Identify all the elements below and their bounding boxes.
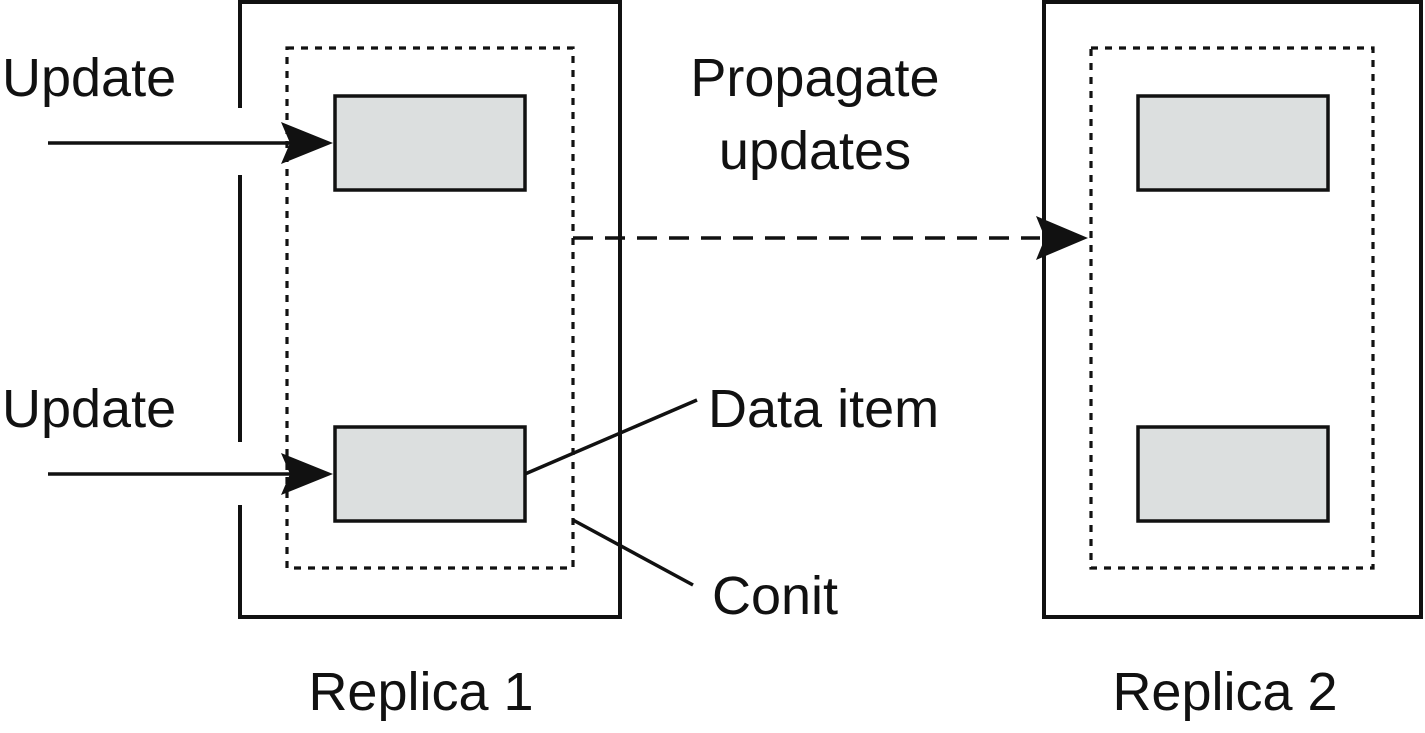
update-label-top: Update bbox=[2, 48, 176, 108]
replica-2-conit bbox=[1089, 46, 1375, 570]
data-item-leader-line bbox=[524, 398, 698, 476]
update-arrow-top bbox=[48, 122, 333, 164]
replica-2-data-item-top bbox=[1136, 94, 1330, 192]
replica-1 bbox=[238, 0, 622, 619]
replica-1-conit bbox=[285, 46, 575, 570]
replica-2-outline bbox=[1042, 0, 1423, 619]
propagate-label-line2: updates bbox=[719, 121, 911, 181]
propagate-arrow bbox=[573, 216, 1088, 260]
replica-2-data-item-bottom bbox=[1136, 425, 1330, 523]
conit-label: Conit bbox=[712, 566, 838, 626]
replica-1-data-item-bottom bbox=[333, 425, 527, 523]
conit-leader-line bbox=[572, 518, 694, 587]
propagate-label-line1: Propagate bbox=[690, 48, 939, 108]
update-arrow-bottom bbox=[48, 453, 333, 495]
replica-1-label: Replica 1 bbox=[308, 662, 533, 722]
update-label-bottom: Update bbox=[2, 379, 176, 439]
replica-2 bbox=[1042, 0, 1423, 619]
replica-1-outline bbox=[238, 0, 622, 619]
replica-1-data-item-top bbox=[333, 94, 527, 192]
data-item-label: Data item bbox=[708, 379, 939, 439]
replica-2-label: Replica 2 bbox=[1112, 662, 1337, 722]
